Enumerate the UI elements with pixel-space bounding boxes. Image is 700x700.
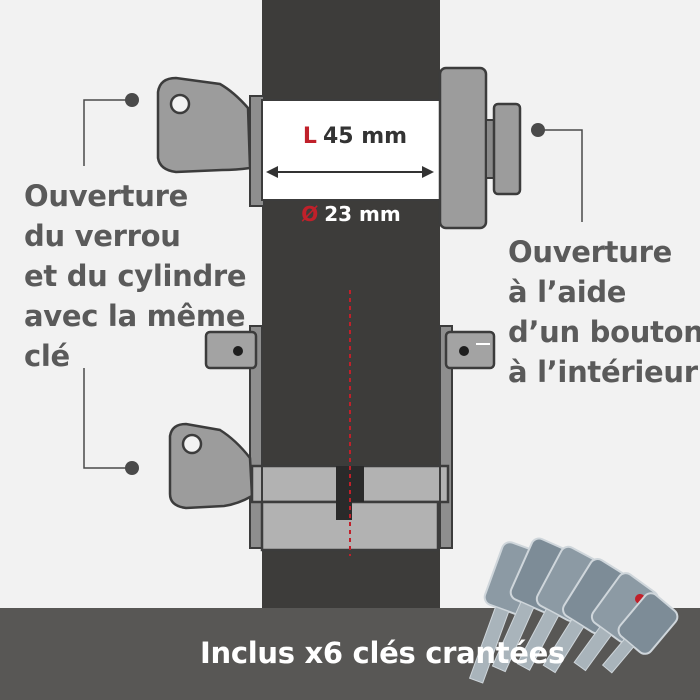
left-callout-line: Ouverture <box>24 179 188 213</box>
length-value: 45 mm <box>322 124 408 149</box>
diameter-value: 23 mm <box>324 202 401 226</box>
upper-key <box>156 76 252 174</box>
inner-knob <box>492 102 522 196</box>
right-callout-line: à l’intérieur <box>508 355 698 389</box>
right-callout-label: Ouverture à l’aide d’un bouton à l’intér… <box>508 232 700 392</box>
bolt-housing-right <box>438 66 488 230</box>
left-callout-line: du verrou <box>24 219 181 253</box>
right-callout-line: à l’aide <box>508 275 627 309</box>
cylinder-body <box>261 99 441 201</box>
latch-left <box>204 330 258 370</box>
length-arrow <box>266 166 434 178</box>
length-symbol: L <box>302 124 317 149</box>
left-callout-line: et du cylindre <box>24 259 247 293</box>
right-callout-line: d’un bouton <box>508 315 700 349</box>
left-callout-line: clé <box>24 339 70 373</box>
right-callout-line: Ouverture <box>508 235 672 269</box>
diameter-symbol: Ø <box>301 202 319 226</box>
latch-right <box>444 330 496 370</box>
key-bundle-icon <box>468 537 679 684</box>
footer-caption: Inclus x6 clés crantées <box>200 636 565 670</box>
right-callout-leader <box>531 123 583 222</box>
left-callout-line: avec la même <box>24 299 246 333</box>
left-callout-label: Ouverture du verrou et du cylindre avec … <box>24 176 247 376</box>
left-callout-leader <box>83 93 139 475</box>
